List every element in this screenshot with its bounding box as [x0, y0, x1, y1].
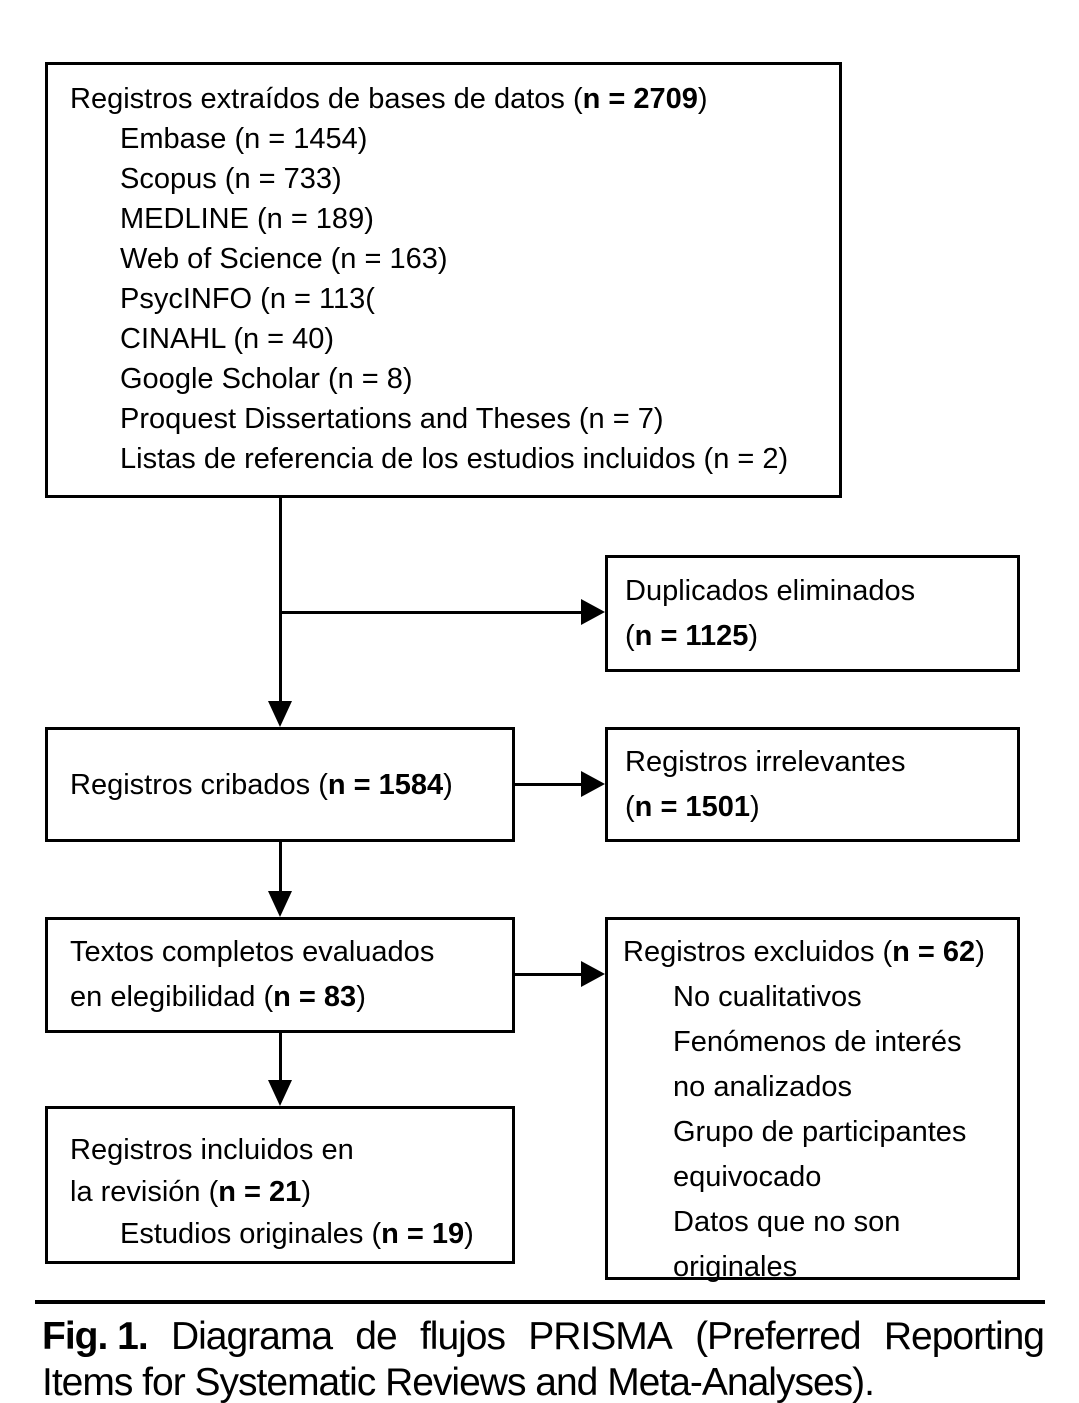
caption-line1: Fig. 1. Diagrama de flujos PRISMA (Prefe… — [42, 1314, 1045, 1360]
paren-close: ) — [301, 1176, 311, 1208]
database-item-cinahl: CINAHL (n = 40) — [120, 323, 335, 355]
duplicates-line2: (n = 1125) — [625, 614, 1017, 659]
included-line3: Estudios originales (n = 19) — [70, 1213, 507, 1255]
caption-word: Reporting — [883, 1315, 1045, 1358]
included-line2: la revisión (n = 21) — [70, 1171, 507, 1213]
label-text: en elegibilidad ( — [70, 981, 274, 1013]
title-text-close: ) — [697, 83, 708, 115]
connector-line-horizontal — [515, 783, 581, 786]
n-value: n = 62 — [892, 936, 976, 968]
n-value: n = 2709 — [582, 83, 698, 115]
excluded-title: Registros excluidos (n = 62) — [623, 930, 1012, 975]
n-value: n = 1125 — [634, 619, 749, 652]
database-item-google-scholar: Google Scholar (n = 8) — [120, 363, 413, 395]
figure-label: Fig. 1. — [42, 1315, 149, 1358]
n-value: n = 1501 — [634, 790, 750, 823]
caption-word: (Preferred — [695, 1315, 862, 1358]
caption-divider — [35, 1300, 1045, 1304]
database-item-proquest: Proquest Dissertations and Theses (n = 7… — [120, 403, 664, 435]
database-item-scopus: Scopus (n = 733) — [120, 163, 342, 195]
label-text: Registros excluidos ( — [623, 936, 893, 968]
fulltext-line2: en elegibilidad (n = 83) — [70, 975, 512, 1020]
arrowhead-down-icon — [268, 1080, 292, 1106]
title-text: Registros extraídos de bases de datos ( — [70, 83, 583, 115]
connector-line-vertical — [279, 842, 282, 893]
arrowhead-down-icon — [268, 891, 292, 917]
connector-line-vertical — [279, 498, 282, 703]
exclusion-reason-line: Fenómenos de interés — [673, 1026, 962, 1058]
irrelevant-line2: (n = 1501) — [625, 785, 1017, 830]
exclusion-reason-line: Grupo de participantes — [673, 1116, 967, 1148]
database-item-medline: MEDLINE (n = 189) — [120, 203, 374, 235]
label-text: Registros cribados ( — [70, 768, 328, 801]
duplicates-removed-box: Duplicados eliminados (n = 1125) — [605, 555, 1020, 672]
fulltext-assessed-box: Textos completos evaluados en elegibilid… — [45, 917, 515, 1033]
arrowhead-right-icon — [581, 961, 605, 987]
records-irrelevant-box: Registros irrelevantes (n = 1501) — [605, 727, 1020, 842]
label-text: Estudios originales ( — [120, 1218, 382, 1250]
exclusion-reason-line: Datos que no son — [673, 1206, 901, 1238]
records-identified-title: Registros extraídos de bases de datos (n… — [70, 79, 829, 119]
n-value: n = 21 — [218, 1176, 302, 1208]
database-item-psycinfo: PsycINFO (n = 113( — [120, 283, 375, 315]
paren-open: ( — [625, 790, 635, 823]
duplicates-line1: Duplicados eliminados — [625, 574, 916, 607]
arrowhead-down-icon — [268, 701, 292, 727]
records-included-box: Registros incluidos en la revisión (n = … — [45, 1106, 515, 1264]
paren-close: ) — [975, 936, 985, 968]
arrowhead-right-icon — [581, 771, 605, 797]
connector-line-branch — [279, 611, 582, 614]
caption-word: PRISMA — [528, 1315, 673, 1358]
connector-line-horizontal — [515, 973, 581, 976]
arrowhead-right-icon — [581, 599, 605, 625]
records-excluded-box: Registros excluidos (n = 62) No cualitat… — [605, 917, 1020, 1283]
connector-line-vertical — [279, 1033, 282, 1082]
exclusion-reason-line: No cualitativos — [673, 981, 862, 1013]
irrelevant-line1: Registros irrelevantes — [625, 745, 906, 778]
n-value: n = 19 — [381, 1218, 465, 1250]
exclusion-reason-line: no analizados — [673, 1071, 852, 1103]
paren-close: ) — [356, 981, 366, 1013]
database-item-reference-lists: Listas de referencia de los estudios inc… — [120, 443, 789, 475]
label-text: la revisión ( — [70, 1176, 219, 1208]
n-value: n = 1584 — [327, 768, 444, 801]
n-value: n = 83 — [273, 981, 357, 1013]
caption-word: flujos — [419, 1315, 506, 1358]
records-identified-box: Registros extraídos de bases de datos (n… — [45, 62, 842, 498]
paren-open: ( — [625, 619, 635, 652]
exclusion-reason-line: originales — [673, 1251, 798, 1283]
database-item-web-of-science: Web of Science (n = 163) — [120, 243, 448, 275]
paren-close: ) — [464, 1218, 474, 1250]
paren-close: ) — [749, 790, 760, 823]
screened-line1: Registros cribados (n = 1584) — [70, 765, 512, 805]
paren-close: ) — [443, 768, 453, 801]
caption-line2: Items for Systematic Reviews and Meta-An… — [42, 1361, 875, 1403]
database-item-embase: Embase (n = 1454) — [120, 123, 368, 155]
fulltext-line1: Textos completos evaluados — [70, 936, 435, 968]
paren-close: ) — [748, 619, 759, 652]
exclusion-reason-line: equivocado — [673, 1161, 822, 1193]
caption-word: de — [355, 1315, 397, 1358]
caption-word: Diagrama — [170, 1315, 333, 1358]
figure-caption: Fig. 1. Diagrama de flujos PRISMA (Prefe… — [42, 1314, 1045, 1403]
included-line1: Registros incluidos en — [70, 1134, 354, 1166]
records-screened-box: Registros cribados (n = 1584) — [45, 727, 515, 842]
